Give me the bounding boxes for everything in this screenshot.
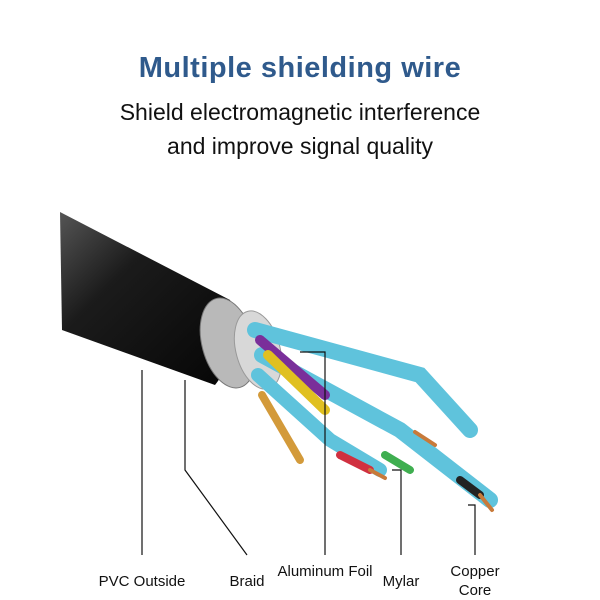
pvc-jacket	[60, 212, 238, 385]
aluminum-leader	[300, 351, 326, 555]
twisted-pairs	[247, 322, 498, 512]
leader-lines	[141, 351, 476, 556]
label-copper-core: Copper Core	[450, 563, 500, 599]
label-aluminum-foil: Aluminum Foil	[277, 563, 373, 580]
label-pvc-outside: PVC Outside	[98, 573, 186, 590]
title: Multiple shielding wire	[138, 52, 462, 84]
copper-leader	[468, 504, 476, 555]
subtitle-line-2: and improve signal quality	[167, 133, 433, 159]
label-mylar: Mylar	[382, 573, 420, 590]
braid-leader	[184, 380, 248, 556]
label-braid: Braid	[229, 573, 265, 590]
mylar-leader	[392, 469, 402, 555]
subtitle-line-1: Shield electromagnetic interference	[119, 99, 481, 125]
